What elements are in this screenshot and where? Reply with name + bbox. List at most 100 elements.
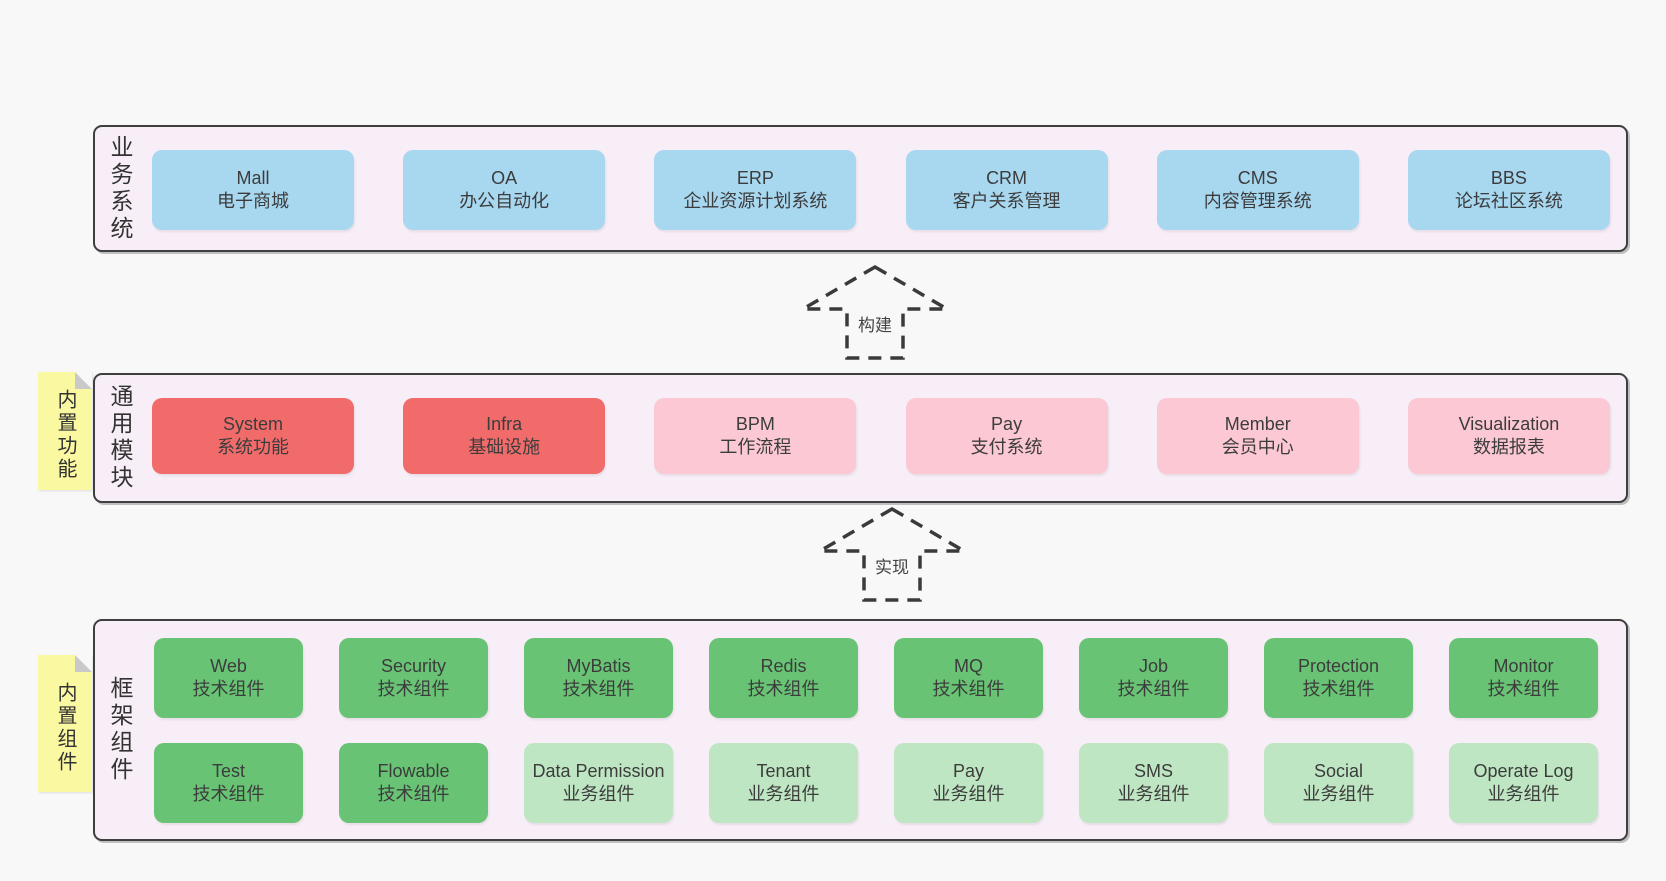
box-title: Monitor: [1493, 655, 1554, 676]
box-title: Security: [380, 655, 447, 676]
box-title: BBS: [1490, 167, 1527, 188]
box-member: Member 会员中心: [1156, 398, 1359, 474]
box-title: Visualization: [1458, 413, 1560, 434]
box-subtitle: 基础设施: [468, 437, 541, 457]
box-title: BPM: [735, 413, 775, 434]
box-title: SMS: [1133, 760, 1173, 781]
box-subtitle: 业务组件: [1487, 784, 1560, 804]
box-title: Tenant: [756, 760, 811, 781]
box-pay-system: Pay 支付系统: [905, 398, 1108, 474]
sticky-note-builtin-components: 内置组件: [38, 655, 92, 792]
box-mall: Mall 电子商城: [152, 150, 354, 230]
box-title: Test: [211, 760, 245, 781]
box-subtitle: 技术组件: [192, 784, 265, 804]
framework-grid: Web 技术组件 Security 技术组件 MyBatis 技术组件 Redi…: [154, 638, 1598, 823]
box-title: Flowable: [377, 760, 450, 781]
sticky-note-label: 内置功能: [54, 388, 76, 481]
sticky-note-builtin-features: 内置功能: [38, 372, 92, 490]
framework-row-2: Test 技术组件 Flowable 技术组件 Data Permission …: [154, 743, 1598, 823]
box-title: Mall: [236, 167, 270, 188]
box-visualization: Visualization 数据报表: [1407, 398, 1610, 474]
box-oa: OA 办公自动化: [403, 150, 606, 230]
box-title: OA: [491, 167, 518, 188]
box-title: Job: [1138, 655, 1169, 676]
box-subtitle: 技术组件: [747, 679, 820, 699]
box-title: Pay: [952, 760, 985, 781]
box-subtitle: 业务组件: [932, 784, 1005, 804]
up-arrow-icon: [800, 264, 950, 360]
box-tenant: Tenant 业务组件: [709, 743, 858, 823]
dashed-up-arrow-build: 构建: [800, 264, 950, 362]
box-title: Infra: [486, 413, 523, 434]
box-monitor: Monitor 技术组件: [1449, 638, 1598, 718]
box-pay-component: Pay 业务组件: [894, 743, 1043, 823]
panel-business-systems: 业务系统 Mall 电子商城 OA 办公自动化 ERP 企业资源计划系统 CRM…: [93, 125, 1628, 252]
box-subtitle: 企业资源计划系统: [683, 191, 828, 211]
box-subtitle: 支付系统: [970, 437, 1043, 457]
box-flowable: Flowable 技术组件: [339, 743, 488, 823]
box-bpm: BPM 工作流程: [654, 398, 857, 474]
box-subtitle: 论坛社区系统: [1454, 191, 1563, 211]
panel-side-label: 业务系统: [107, 134, 133, 243]
box-sms: SMS 业务组件: [1079, 743, 1228, 823]
arrow-label: 构建: [854, 310, 896, 337]
business-boxes-row: Mall 电子商城 OA 办公自动化 ERP 企业资源计划系统 CRM 客户关系…: [152, 150, 1610, 230]
box-title: MyBatis: [566, 655, 631, 676]
box-job: Job 技术组件: [1079, 638, 1228, 718]
panel-common-modules: 通用模块 System 系统功能 Infra 基础设施 BPM 工作流程 Pay…: [93, 373, 1628, 503]
box-subtitle: 业务组件: [1117, 784, 1190, 804]
note-fold-cut: [75, 372, 92, 389]
arrow-label: 实现: [871, 552, 913, 579]
box-subtitle: 内容管理系统: [1203, 191, 1312, 211]
box-title: Protection: [1297, 655, 1380, 676]
box-title: Member: [1224, 413, 1291, 434]
box-subtitle: 系统功能: [217, 437, 289, 457]
box-title: CMS: [1237, 167, 1278, 188]
box-infra: Infra 基础设施: [403, 398, 606, 474]
box-subtitle: 客户关系管理: [952, 191, 1061, 211]
box-data-permission: Data Permission 业务组件: [524, 743, 673, 823]
box-social: Social 业务组件: [1264, 743, 1413, 823]
box-subtitle: 办公自动化: [459, 191, 550, 211]
box-bbs: BBS 论坛社区系统: [1407, 150, 1610, 230]
box-subtitle: 会员中心: [1221, 437, 1294, 457]
box-subtitle: 数据报表: [1472, 437, 1545, 457]
box-system: System 系统功能: [152, 398, 354, 474]
sticky-note-label: 内置组件: [54, 681, 76, 774]
panel-side-label: 通用模块: [107, 384, 133, 492]
box-erp: ERP 企业资源计划系统: [654, 150, 857, 230]
box-subtitle: 技术组件: [1302, 679, 1375, 699]
box-title: Operate Log: [1473, 760, 1574, 781]
box-subtitle: 技术组件: [192, 679, 265, 699]
box-subtitle: 业务组件: [1302, 784, 1375, 804]
box-subtitle: 技术组件: [1487, 679, 1560, 699]
box-title: System: [222, 413, 283, 434]
box-mybatis: MyBatis 技术组件: [524, 638, 673, 718]
note-fold-cut: [75, 655, 92, 672]
box-title: ERP: [736, 167, 774, 188]
box-subtitle: 技术组件: [562, 679, 635, 699]
box-subtitle: 工作流程: [719, 437, 792, 457]
box-subtitle: 电子商城: [217, 191, 289, 211]
box-title: MQ: [954, 655, 983, 676]
panel-side-label: 框架组件: [107, 676, 133, 784]
box-title: Pay: [991, 413, 1023, 434]
up-arrow-icon: [817, 506, 967, 602]
modules-boxes-row: System 系统功能 Infra 基础设施 BPM 工作流程 Pay 支付系统…: [152, 398, 1610, 474]
box-redis: Redis 技术组件: [709, 638, 858, 718]
box-title: CRM: [986, 167, 1028, 188]
box-operate-log: Operate Log 业务组件: [1449, 743, 1598, 823]
box-subtitle: 技术组件: [377, 784, 450, 804]
box-subtitle: 技术组件: [377, 679, 450, 699]
dashed-up-arrow-implement: 实现: [817, 506, 967, 604]
box-web: Web 技术组件: [154, 638, 303, 718]
box-protection: Protection 技术组件: [1264, 638, 1413, 718]
box-security: Security 技术组件: [339, 638, 488, 718]
framework-row-1: Web 技术组件 Security 技术组件 MyBatis 技术组件 Redi…: [154, 638, 1598, 718]
box-subtitle: 技术组件: [932, 679, 1005, 699]
box-subtitle: 业务组件: [562, 784, 635, 804]
box-subtitle: 业务组件: [747, 784, 820, 804]
box-crm: CRM 客户关系管理: [905, 150, 1108, 230]
box-mq: MQ 技术组件: [894, 638, 1043, 718]
